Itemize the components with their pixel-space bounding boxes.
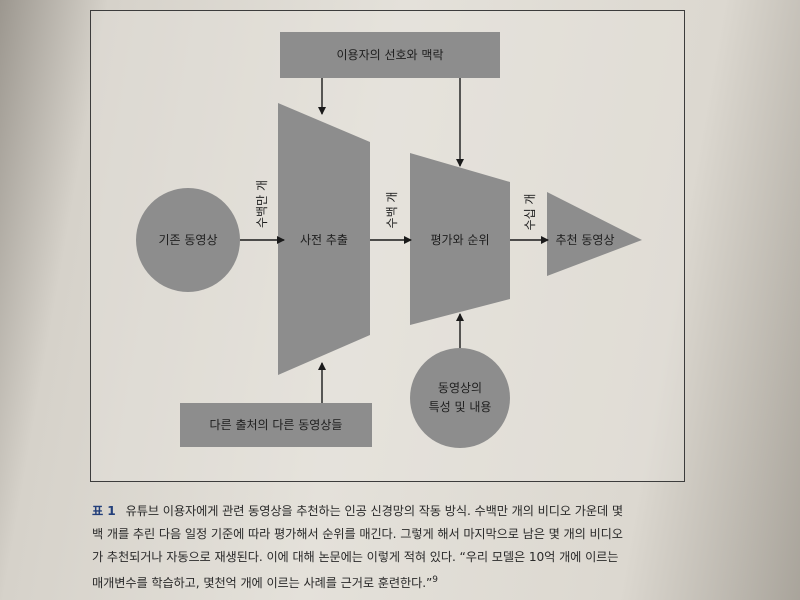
caption-text-1: 유튜브 이용자에게 관련 동영상을 추천하는 인공 신경망의 작동 방식. 수백…	[125, 504, 623, 518]
existing-videos-label: 기존 동영상	[158, 233, 217, 247]
ranking-label: 평가와 순위	[430, 233, 489, 247]
user-preference-label: 이용자의 선호와 맥락	[337, 48, 444, 62]
edge-label-millions: 수백만 개	[255, 180, 269, 228]
user-preference-box	[280, 32, 500, 78]
caption-footnote-marker: 9	[432, 575, 438, 585]
other-sources-box	[180, 403, 372, 447]
video-features-label-line2: 특성 및 내용	[429, 400, 492, 414]
other-sources-label: 다른 출처의 다른 동영상들	[210, 418, 343, 432]
recommended-videos-label: 추천 동영상	[555, 232, 614, 247]
edge-label-dozens: 수십 개	[523, 194, 537, 231]
candidate-generation-trapezoid	[278, 103, 370, 375]
video-features-circle	[410, 348, 510, 448]
caption-label: 표 1	[92, 504, 116, 518]
candidate-generation-label: 사전 추출	[300, 233, 348, 247]
caption-line-3: 가 추천되거나 자동으로 재생된다. 이에 대해 논문에는 이렇게 적혀 있다.…	[92, 550, 619, 564]
video-features-label-line1: 동영상의	[438, 381, 482, 395]
caption-line-1: 표 1 유튜브 이용자에게 관련 동영상을 추천하는 인공 신경망의 작동 방식.…	[92, 500, 692, 523]
recommended-videos-triangle	[547, 192, 642, 276]
edge-label-hundreds: 수백 개	[385, 192, 399, 229]
caption-line-2: 백 개를 추린 다음 일정 기준에 따라 평가해서 순위를 매긴다. 그렇게 해…	[92, 527, 623, 541]
ranking-trapezoid	[410, 153, 510, 325]
figure-caption: 표 1 유튜브 이용자에게 관련 동영상을 추천하는 인공 신경망의 작동 방식.…	[92, 500, 692, 595]
caption-text-4: 매개변수를 학습하고, 몇천억 개에 이르는 사례를 근거로 훈련한다.”	[92, 576, 433, 591]
caption-line-4: 매개변수를 학습하고, 몇천억 개에 이르는 사례를 근거로 훈련한다.”9	[92, 569, 692, 595]
existing-videos-circle	[136, 188, 240, 292]
